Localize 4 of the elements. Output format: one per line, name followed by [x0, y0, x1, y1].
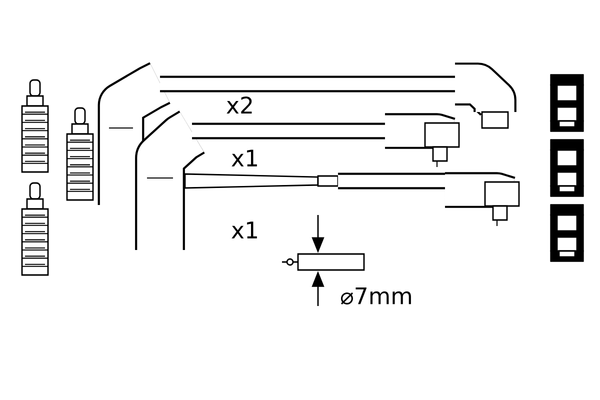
dimension-label: ⌀7mm — [340, 287, 411, 305]
quantity-label: x1 — [232, 222, 257, 238]
quantity-label: x1 — [232, 150, 257, 166]
quantity-label: x2 — [226, 96, 252, 114]
